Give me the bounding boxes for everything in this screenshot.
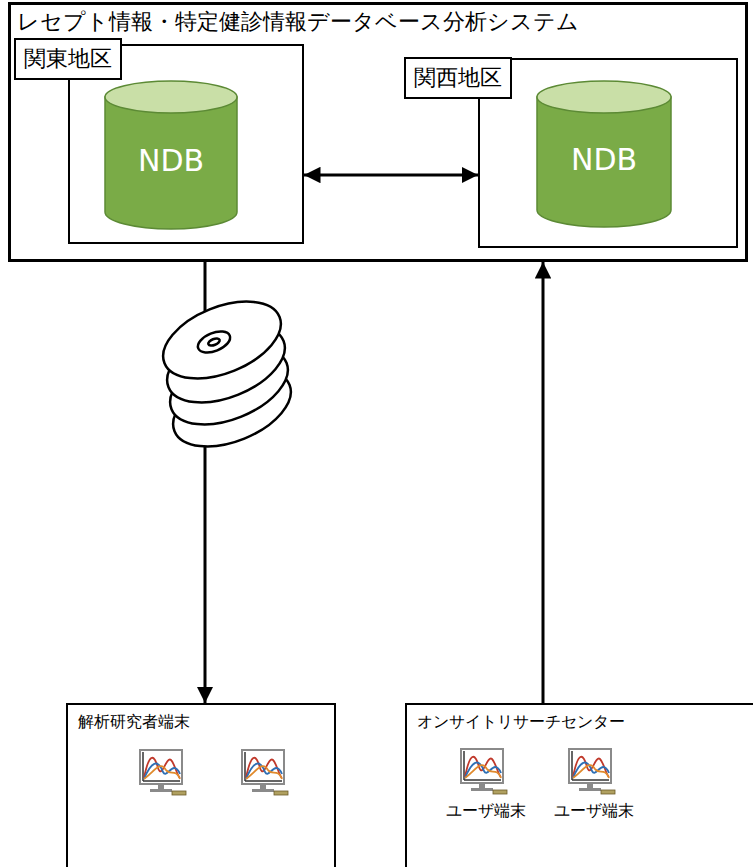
- region-label: 関東地区: [14, 38, 122, 80]
- system-box: レセプト情報・特定健診情報データベース分析システム関東地区NDB関西地区NDB: [8, 2, 748, 262]
- database-cylinder: NDB: [104, 80, 238, 230]
- terminal-icon: [565, 747, 617, 797]
- database-label: NDB: [104, 143, 238, 179]
- region-box: 関東地区NDB: [68, 44, 304, 244]
- database-cylinder: NDB: [536, 80, 672, 228]
- terminal-icon: [457, 747, 509, 801]
- terminal-label: ユーザ端末: [541, 801, 647, 821]
- terminal-icon: [238, 748, 290, 798]
- database-label: NDB: [536, 142, 672, 178]
- terminal-site-box: 解析研究者端末: [66, 703, 336, 867]
- terminal-icon: [238, 748, 290, 802]
- terminal-icon: [136, 748, 188, 802]
- system-title: レセプト情報・特定健診情報データベース分析システム: [17, 7, 579, 37]
- connector-arrow: [304, 174, 478, 177]
- site-label: 解析研究者端末: [78, 711, 190, 733]
- connector-arrow: [542, 262, 545, 703]
- region-box: 関西地区NDB: [478, 58, 738, 248]
- terminal-icon: [565, 747, 617, 801]
- user-terminal: ユーザ端末: [541, 745, 647, 825]
- site-label: オンサイトリサーチセンター: [417, 711, 625, 733]
- terminal-site-box: オンサイトリサーチセンターユーザ端末ユーザ端末: [405, 703, 753, 867]
- terminal-icon: [136, 748, 188, 798]
- terminal-icon: [457, 747, 509, 797]
- terminal-label: ユーザ端末: [433, 801, 539, 821]
- user-terminal: ユーザ端末: [433, 745, 539, 825]
- region-label: 関西地区: [404, 57, 512, 99]
